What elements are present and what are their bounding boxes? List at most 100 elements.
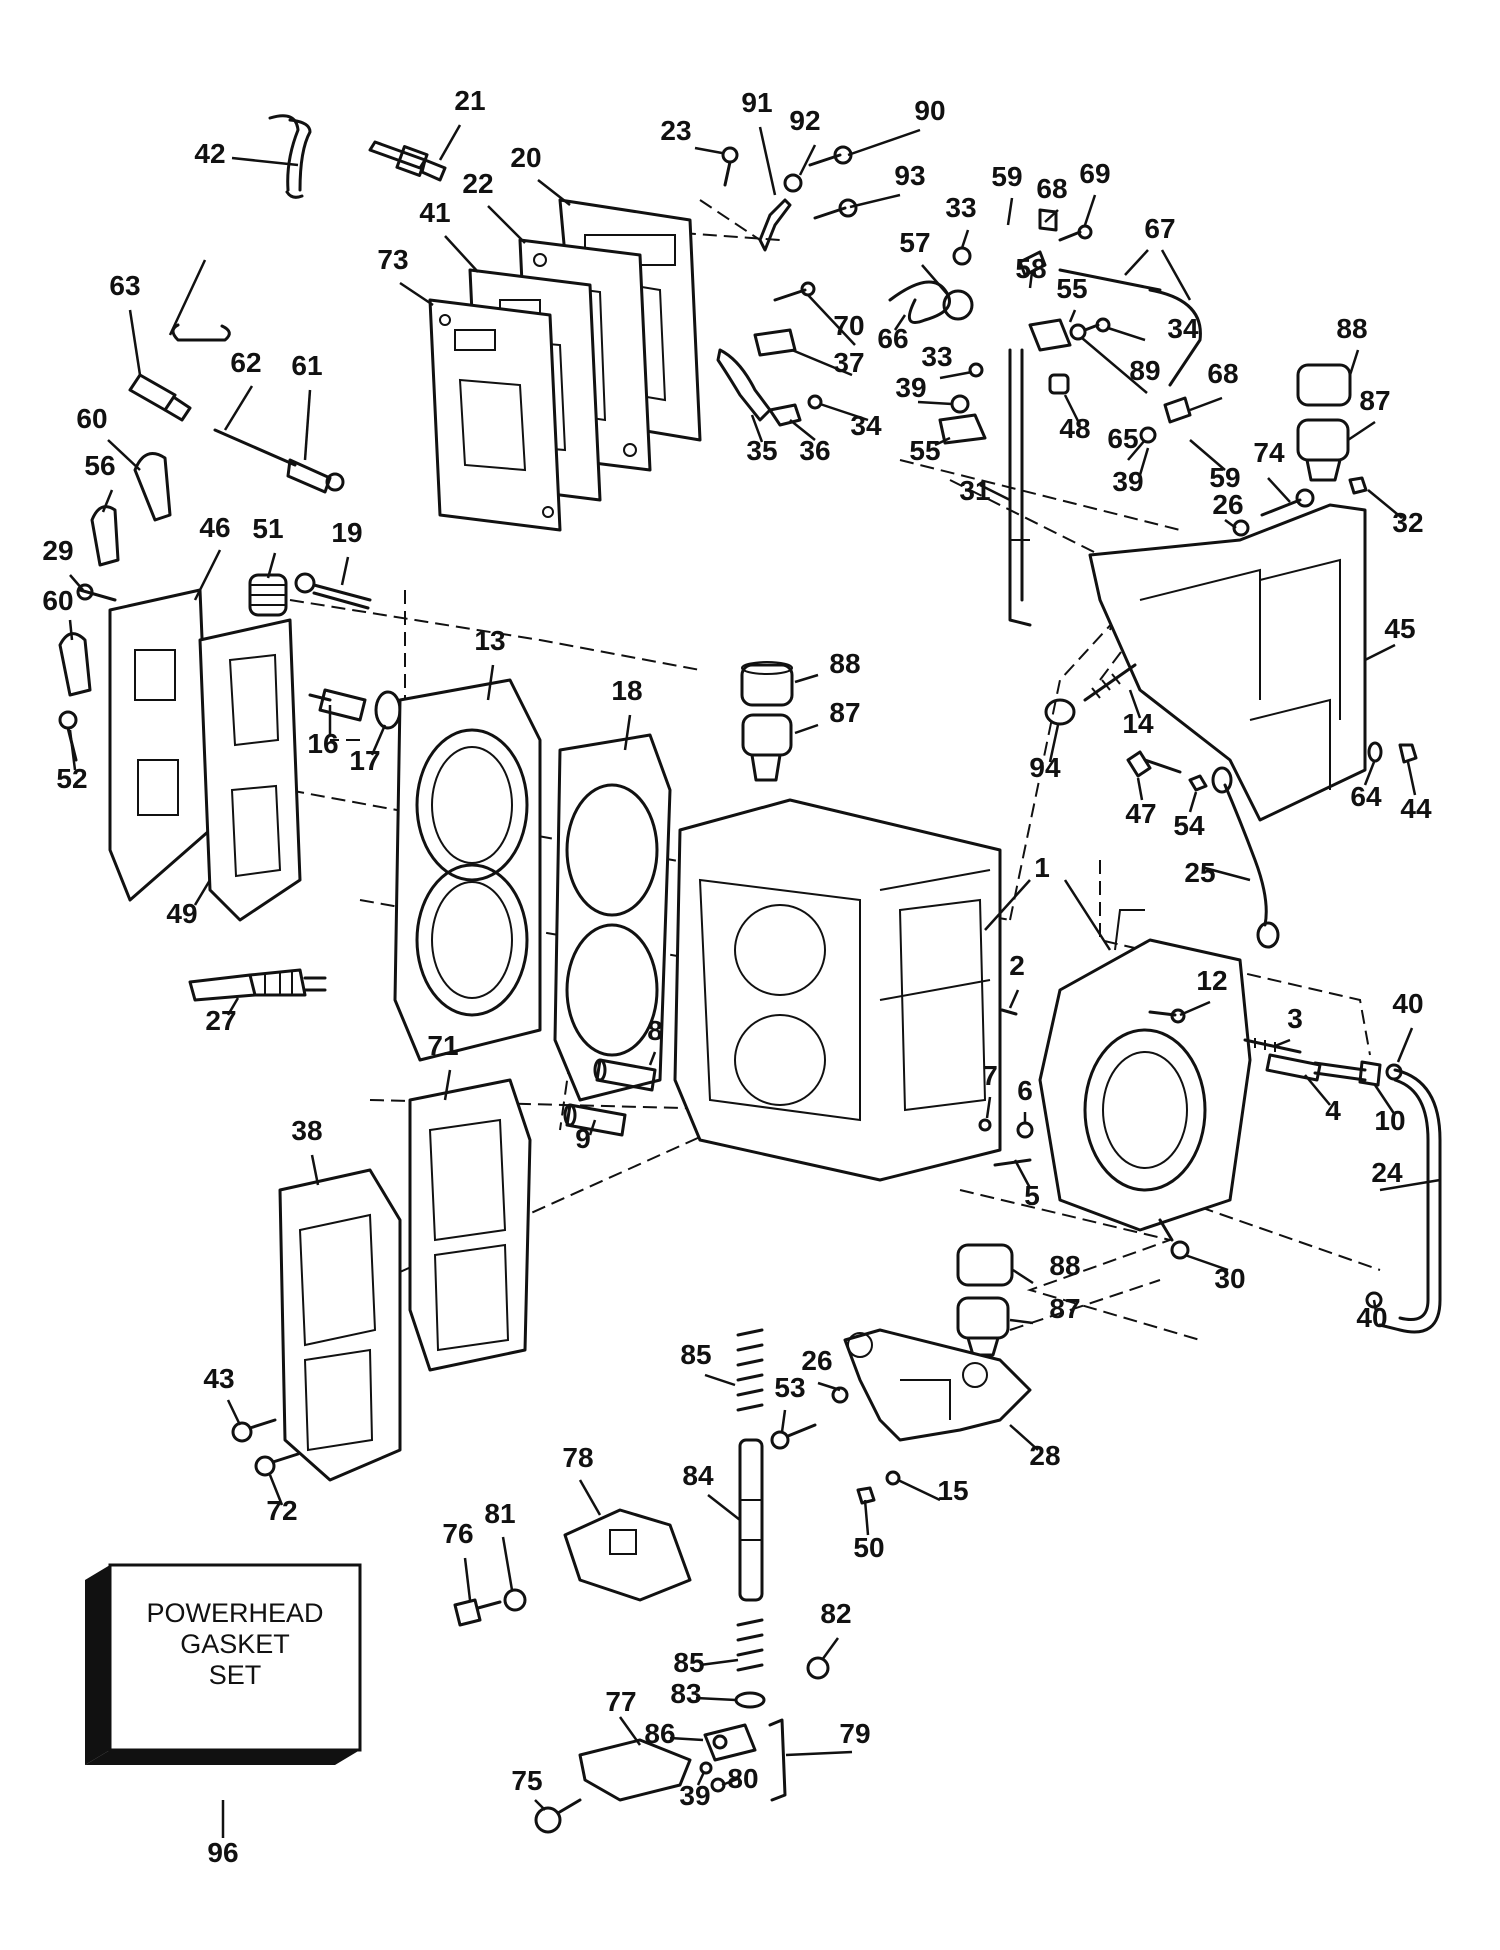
callout-87: 87	[1359, 385, 1390, 416]
callout-85: 85	[680, 1339, 711, 1370]
dowel-8	[593, 1058, 657, 1092]
spring-51	[248, 573, 288, 617]
callout-9: 9	[575, 1123, 591, 1154]
callout-23: 23	[660, 115, 691, 146]
nut-44	[1398, 743, 1418, 764]
cam-link-58	[1018, 250, 1047, 277]
hose-24	[1378, 1068, 1442, 1334]
spark-plug-27	[188, 968, 327, 1002]
callout-70: 70	[833, 310, 864, 341]
crankcase-cover-1	[1038, 909, 1252, 1232]
nut-32	[1348, 476, 1368, 495]
callout-42: 42	[194, 138, 225, 169]
callout-64: 64	[1350, 781, 1382, 812]
callout-80: 80	[727, 1763, 758, 1794]
callout-84: 84	[682, 1460, 714, 1491]
callout-28: 28	[1029, 1440, 1060, 1471]
callout-44: 44	[1400, 793, 1432, 824]
bracket-78	[563, 1508, 692, 1602]
link-86	[703, 1723, 757, 1762]
callout-57: 57	[899, 227, 930, 258]
screw-34-right	[1083, 317, 1111, 333]
callout-61: 61	[291, 350, 322, 381]
clip-56	[90, 505, 120, 567]
screw-69	[1058, 224, 1093, 242]
throttle-shaft-31	[1008, 348, 1032, 627]
dowel-9	[563, 1103, 627, 1137]
callout-56: 56	[84, 450, 115, 481]
callout-48: 48	[1059, 413, 1090, 444]
callout-67: 67	[1144, 213, 1175, 244]
callout-7: 7	[982, 1060, 998, 1091]
callout-24: 24	[1371, 1157, 1403, 1188]
callout-22: 22	[462, 168, 493, 199]
callout-20: 20	[510, 142, 541, 173]
callout-72: 72	[266, 1495, 297, 1526]
callout-86: 86	[644, 1718, 675, 1749]
screw-12	[1148, 1008, 1186, 1024]
screw-34-left	[807, 394, 823, 410]
bracket-55	[1028, 318, 1072, 352]
callout-71: 71	[427, 1030, 458, 1061]
callout-45: 45	[1384, 613, 1415, 644]
clamp-40-top	[1385, 1063, 1403, 1081]
callout-4: 4	[1325, 1095, 1341, 1126]
ground-wire-25	[1223, 783, 1268, 927]
bushing-48	[1048, 373, 1070, 395]
callout-51: 51	[252, 513, 283, 544]
callout-52: 52	[56, 763, 87, 794]
spring-85-lower	[736, 1618, 764, 1672]
bolt-47	[1126, 750, 1182, 778]
screw-14	[1083, 663, 1137, 702]
bushing-37	[753, 328, 797, 357]
callout-33: 33	[921, 341, 952, 372]
callout-17: 17	[349, 745, 380, 776]
washer-33-mid	[968, 362, 984, 378]
callout-13: 13	[474, 625, 505, 656]
callout-34: 34	[850, 410, 882, 441]
callout-89: 89	[1129, 355, 1160, 386]
washer-15	[885, 1470, 901, 1486]
washer-81	[503, 1588, 527, 1612]
callout-31: 31	[959, 475, 990, 506]
exhaust-inner-plate-73	[428, 298, 562, 532]
link-rod-67	[1058, 268, 1202, 387]
callout-68: 68	[1036, 173, 1067, 204]
callout-39: 39	[895, 372, 926, 403]
thermostat-16	[308, 688, 367, 722]
callout-50: 50	[853, 1532, 884, 1563]
callout-14: 14	[1122, 708, 1154, 739]
bolt-23	[721, 146, 739, 187]
hose-42	[268, 114, 312, 199]
callout-91: 91	[741, 87, 772, 118]
callout-40: 40	[1356, 1302, 1387, 1333]
dowel-4	[1265, 1053, 1322, 1082]
washer-26-right	[1232, 519, 1250, 537]
callout-76: 76	[442, 1518, 473, 1549]
callout-55: 55	[1056, 273, 1087, 304]
bolt-75	[534, 1798, 582, 1834]
washer-7	[978, 1118, 992, 1132]
callout-12: 12	[1196, 965, 1227, 996]
callout-38: 38	[291, 1115, 322, 1146]
mount-88-right	[1296, 363, 1352, 407]
callout-47: 47	[1125, 798, 1156, 829]
screw-72	[254, 1452, 300, 1477]
bolt-76	[453, 1598, 502, 1627]
washer-33-top	[952, 246, 972, 266]
callout-90: 90	[914, 95, 945, 126]
callout-6: 6	[1017, 1075, 1033, 1106]
callout-58: 58	[1015, 253, 1046, 284]
callout-78: 78	[562, 1442, 593, 1473]
rod-79	[768, 1718, 787, 1802]
callout-68: 68	[1207, 358, 1238, 389]
bolt-30	[1158, 1218, 1190, 1260]
washer-26-lower	[831, 1386, 849, 1404]
callout-82: 82	[820, 1598, 851, 1629]
washer-92	[783, 173, 803, 193]
temperature-switch-63	[128, 373, 192, 422]
ring-83	[734, 1691, 766, 1709]
mount-bracket-45	[1088, 503, 1367, 822]
shaft-84	[738, 1438, 764, 1602]
